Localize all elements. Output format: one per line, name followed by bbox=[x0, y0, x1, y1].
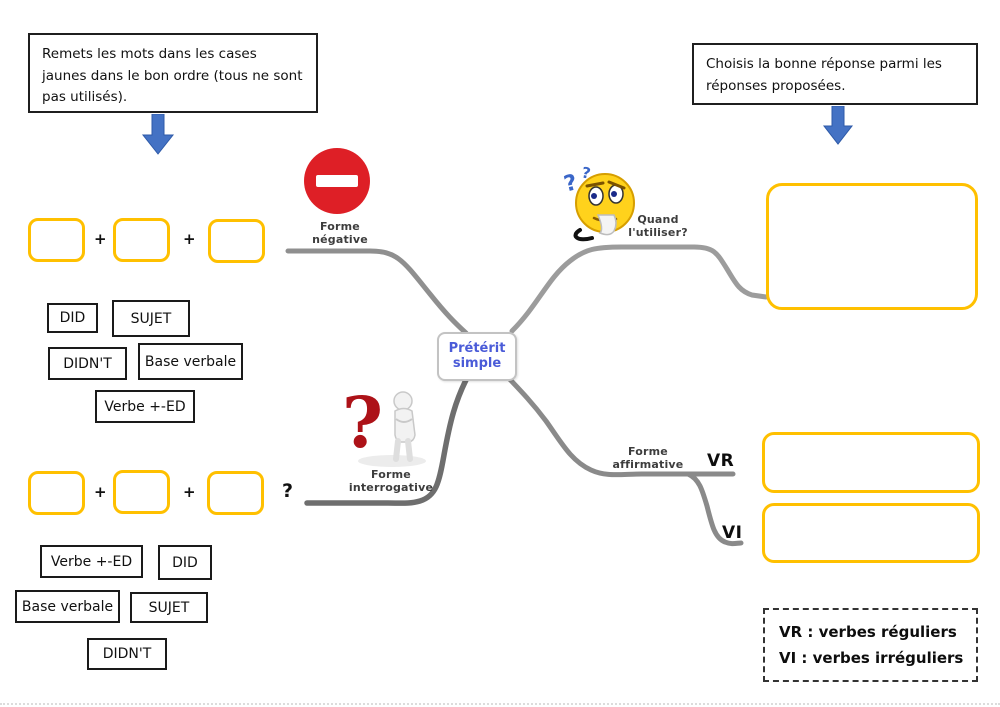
word-tile[interactable]: Verbe +-ED bbox=[95, 390, 195, 423]
question-figure-icon: ? bbox=[342, 383, 426, 467]
branch-label-negative: Forme négative bbox=[312, 220, 368, 247]
instruction-left: Remets les mots dans les cases jaunes da… bbox=[28, 33, 318, 113]
vr-answer-box[interactable] bbox=[762, 432, 980, 493]
interrogative-answer-box-1[interactable] bbox=[28, 471, 85, 515]
word-tile[interactable]: Base verbale bbox=[138, 343, 243, 380]
svg-text:?: ? bbox=[562, 170, 580, 197]
when-answer-box[interactable] bbox=[766, 183, 978, 310]
legend-vi: VI : verbes irréguliers bbox=[779, 649, 964, 667]
plus-sign: + bbox=[183, 483, 196, 501]
branch-line-affirmative-vi bbox=[685, 471, 744, 547]
branch-line-affirmative-vr bbox=[497, 366, 736, 478]
word-tile[interactable]: DID bbox=[158, 545, 212, 580]
question-mark-sign: ? bbox=[282, 480, 294, 502]
word-tile[interactable]: SUJET bbox=[130, 592, 208, 623]
word-tile[interactable]: Base verbale bbox=[15, 590, 120, 623]
thinking-emoji-icon: ? ? bbox=[562, 163, 635, 242]
branch-label-interrogative: Forme interrogative bbox=[348, 468, 434, 495]
legend-box: VR : verbes réguliers VI : verbes irrégu… bbox=[763, 608, 978, 682]
plus-sign: + bbox=[94, 483, 107, 501]
no-entry-bar bbox=[316, 175, 358, 187]
svg-text:?: ? bbox=[342, 383, 383, 464]
svg-text:?: ? bbox=[580, 163, 592, 182]
plus-sign: + bbox=[94, 230, 107, 248]
word-tile[interactable]: DIDN'T bbox=[87, 638, 167, 670]
branch-line-interrogative bbox=[304, 373, 471, 506]
branch-label-when: Quand l'utiliser? bbox=[628, 213, 688, 240]
branch-line-when bbox=[509, 244, 769, 334]
interrogative-answer-box-2[interactable] bbox=[113, 470, 170, 514]
negative-answer-box-2[interactable] bbox=[113, 218, 170, 262]
no-entry-icon bbox=[304, 148, 370, 214]
word-tile[interactable]: SUJET bbox=[112, 300, 190, 337]
word-tile[interactable]: DID bbox=[47, 303, 98, 333]
word-tile[interactable]: Verbe +-ED bbox=[40, 545, 143, 578]
negative-answer-box-3[interactable] bbox=[208, 219, 265, 263]
vr-label: VR bbox=[707, 451, 735, 471]
vi-answer-box[interactable] bbox=[762, 503, 980, 563]
center-node-preterit-simple: Prétérit simple bbox=[437, 332, 517, 381]
page-bottom-divider bbox=[0, 703, 1000, 705]
branch-line-negative bbox=[285, 248, 469, 336]
interrogative-answer-box-3[interactable] bbox=[207, 471, 264, 515]
negative-answer-box-1[interactable] bbox=[28, 218, 85, 262]
legend-vr: VR : verbes réguliers bbox=[779, 623, 957, 641]
down-arrow-icon bbox=[141, 114, 175, 155]
instruction-right: Choisis la bonne réponse parmi les répon… bbox=[692, 43, 978, 105]
branch-label-affirmative: Forme affirmative bbox=[612, 445, 684, 472]
word-tile[interactable]: DIDN'T bbox=[48, 347, 127, 380]
down-arrow-icon bbox=[822, 106, 854, 145]
plus-sign: + bbox=[183, 230, 196, 248]
vi-label: VI bbox=[722, 523, 743, 543]
